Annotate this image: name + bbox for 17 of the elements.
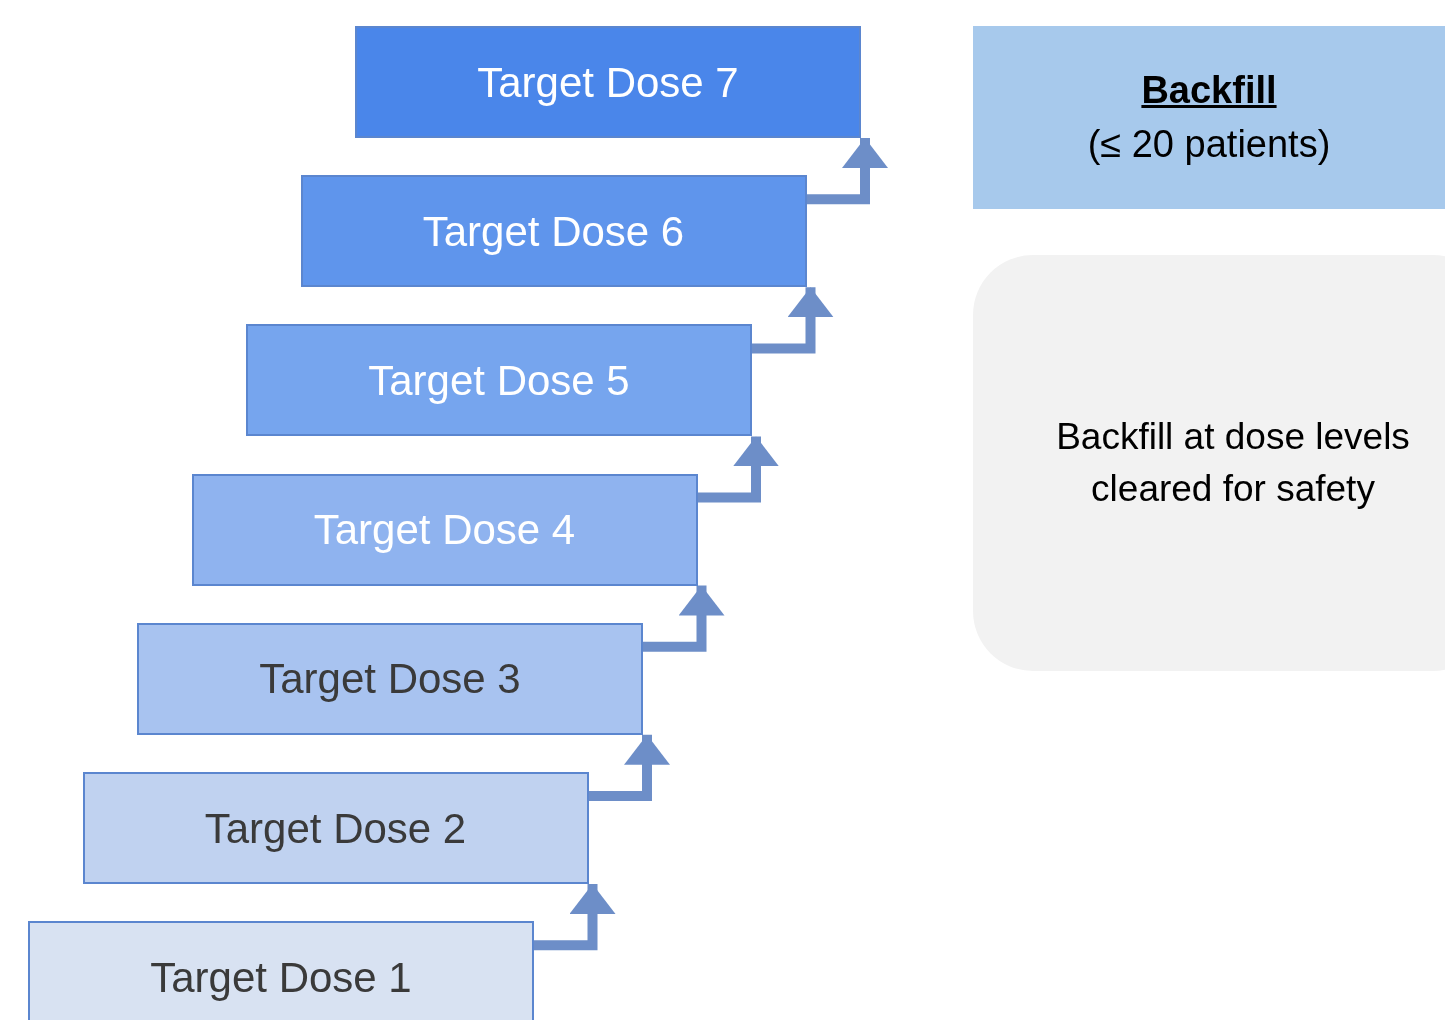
header-title: Backfill bbox=[1141, 68, 1277, 114]
dose-step-box: Target Dose 2 bbox=[82, 772, 589, 884]
bent-arrow bbox=[697, 436, 779, 503]
rounded-note-box: Backfill at dose levels cleared for safety bbox=[973, 255, 1445, 671]
dose-step-box: Target Dose 1 bbox=[28, 921, 534, 1020]
header-subtitle: (≤ 20 patients) bbox=[1087, 121, 1331, 167]
dose-step-box: Target Dose 7 bbox=[355, 26, 861, 138]
dose-step-box: Target Dose 4 bbox=[191, 473, 698, 586]
header-box bbox=[973, 26, 1445, 209]
dose-step-box: Target Dose 5 bbox=[246, 324, 752, 437]
bent-arrow bbox=[752, 287, 834, 354]
bent-arrow bbox=[588, 734, 670, 801]
dose-step-box: Target Dose 6 bbox=[300, 175, 807, 288]
bent-arrow bbox=[534, 884, 616, 951]
dose-step-box: Target Dose 3 bbox=[137, 622, 643, 735]
bent-arrow bbox=[806, 138, 888, 205]
bent-arrow bbox=[643, 585, 725, 652]
